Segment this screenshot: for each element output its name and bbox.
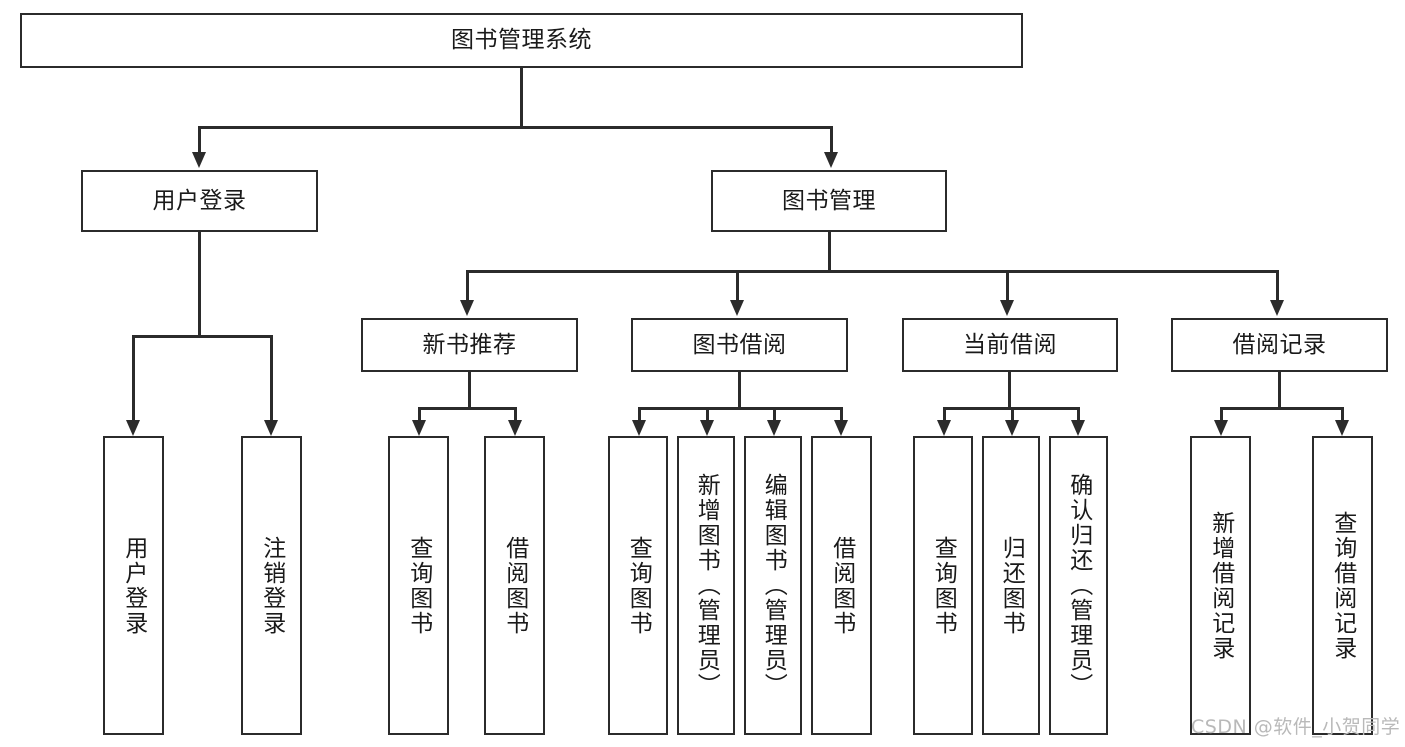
leaf-borrow-book[interactable]: 借阅图书 [811,436,872,735]
leaf-add-book-admin[interactable]: 新增图书（管理员） [677,436,735,735]
edge-current-borrow-stem [1008,372,1011,407]
leaf-label: 查询图书 [625,535,652,636]
edge-level2-bus [198,126,832,129]
leaf-confirm-return-admin[interactable]: 确认归还（管理员） [1049,436,1108,735]
edge-new-book-bus [418,407,516,410]
edge-book-borrow-stem [738,372,741,407]
arrow-br-leaf-2 [1335,420,1349,436]
node-user-login[interactable]: 用户登录 [81,170,318,232]
arrow-nb-leaf-1 [412,420,426,436]
edge-br-drop-2 [1341,407,1344,420]
arrow-to-leaf-user-login [126,420,140,436]
arrow-nb-leaf-2 [508,420,522,436]
leaf-query-book-current[interactable]: 查询图书 [913,436,973,735]
leaf-label: 借阅图书 [501,535,528,636]
edge-new-book-stem [468,372,471,407]
leaf-label: 确认归还（管理员） [1065,473,1092,698]
edge-level3-drop-1 [466,270,469,300]
arrow-to-book-borrow [730,300,744,316]
edge-borrow-record-stem [1278,372,1281,407]
leaf-return-book[interactable]: 归还图书 [982,436,1040,735]
leaf-label: 查询图书 [405,535,432,636]
arrow-cb-leaf-2 [1005,420,1019,436]
leaf-label: 编辑图书（管理员） [760,473,787,698]
arrow-bb-leaf-3 [767,420,781,436]
edge-new-book-drop-1 [418,407,421,420]
edge-cb-drop-3 [1077,407,1080,420]
arrow-cb-leaf-1 [937,420,951,436]
edge-user-login-stem [198,232,201,335]
leaf-borrow-book-rec[interactable]: 借阅图书 [484,436,545,735]
arrow-to-leaf-logout [264,420,278,436]
edge-level2-drop-right [830,126,833,152]
node-new-book-recommend[interactable]: 新书推荐 [361,318,578,372]
edge-level3-bus [466,270,1278,273]
edge-bb-drop-4 [840,407,843,420]
edge-bb-drop-1 [638,407,641,420]
edge-level3-drop-4 [1276,270,1279,300]
edge-cb-drop-2 [1011,407,1014,420]
edge-bb-drop-2 [706,407,709,420]
edge-bb-drop-3 [773,407,776,420]
edge-br-drop-1 [1220,407,1223,420]
arrow-to-new-book-rec [460,300,474,316]
arrow-bb-leaf-4 [834,420,848,436]
edge-user-login-drop-1 [132,335,135,420]
edge-user-login-bus [132,335,270,338]
edge-new-book-drop-2 [514,407,517,420]
leaf-user-login[interactable]: 用户登录 [103,436,164,735]
edge-level3-drop-2 [736,270,739,300]
arrow-to-borrow-record [1270,300,1284,316]
arrow-to-user-login [192,152,206,168]
node-root-system[interactable]: 图书管理系统 [20,13,1023,68]
arrow-br-leaf-1 [1214,420,1228,436]
arrow-to-book-manage [824,152,838,168]
edge-root-stem [520,68,523,126]
leaf-edit-book-admin[interactable]: 编辑图书（管理员） [744,436,802,735]
leaf-query-borrow-record[interactable]: 查询借阅记录 [1312,436,1373,735]
leaf-label: 新增图书（管理员） [693,473,720,698]
leaf-logout[interactable]: 注销登录 [241,436,302,735]
edge-level3-drop-3 [1006,270,1009,300]
arrow-cb-leaf-3 [1071,420,1085,436]
edge-user-login-drop-2 [270,335,273,420]
leaf-label: 查询借阅记录 [1329,510,1356,661]
edge-book-manage-stem [828,232,831,270]
node-book-manage[interactable]: 图书管理 [711,170,947,232]
leaf-label: 注销登录 [258,535,285,636]
leaf-label: 查询图书 [930,535,957,636]
node-borrow-record[interactable]: 借阅记录 [1171,318,1388,372]
arrow-to-current-borrow [1000,300,1014,316]
arrow-bb-leaf-1 [632,420,646,436]
edge-level2-drop-left [198,126,201,152]
leaf-label: 新增借阅记录 [1207,510,1234,661]
node-book-borrow[interactable]: 图书借阅 [631,318,848,372]
leaf-add-borrow-record[interactable]: 新增借阅记录 [1190,436,1251,735]
leaf-query-book-rec[interactable]: 查询图书 [388,436,449,735]
edge-cb-drop-1 [943,407,946,420]
leaf-label: 借阅图书 [828,535,855,636]
leaf-label: 用户登录 [120,535,147,636]
edge-book-borrow-bus [638,407,842,410]
leaf-query-book-borrow[interactable]: 查询图书 [608,436,668,735]
node-current-borrow[interactable]: 当前借阅 [902,318,1118,372]
edge-borrow-record-bus [1220,407,1343,410]
leaf-label: 归还图书 [998,535,1025,636]
arrow-bb-leaf-2 [700,420,714,436]
